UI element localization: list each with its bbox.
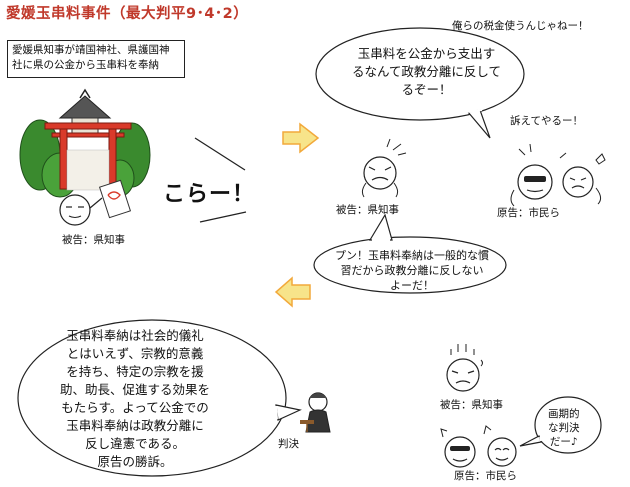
label-plaintiff-bottom: 原告：市民ら bbox=[454, 470, 517, 482]
ruling-line-8: 原告の勝訴。 bbox=[97, 454, 173, 469]
ruling-text: 玉串料奉納は社会的儀礼 とはいえず、宗教的意義 を持ち、特定の宗教を援 助、助長… bbox=[60, 327, 210, 471]
epoch-text: 画期的 な判決 だー♪ bbox=[548, 407, 580, 449]
ruling-speech-bubble bbox=[17, 319, 302, 477]
ruling-line-1: 玉串料奉納は社会的儀礼 bbox=[66, 328, 204, 343]
sue-shout: 訴えてやるー！ bbox=[510, 115, 583, 127]
governor-face-bottom-icon bbox=[446, 344, 483, 392]
reply-line-2: 習だから政教分離に反しない bbox=[340, 264, 484, 277]
epoch-line-3: だー♪ bbox=[549, 436, 578, 448]
shrine-illustration bbox=[19, 88, 151, 198]
summary-line-1: 愛媛県知事が靖国神社、県護国神 bbox=[12, 44, 170, 56]
epoch-line-2: な判決 bbox=[548, 422, 580, 434]
citizen-shout: 俺らの税金使うんじゃねー！ bbox=[452, 20, 589, 32]
kora-shout: こらー！ bbox=[163, 182, 256, 207]
governor-face-icon bbox=[59, 194, 103, 226]
reply-line-1: プン！玉串料奉納は一般的な慣 bbox=[335, 249, 489, 262]
page-title: 愛媛玉串料事件（最大判平9･4･2） bbox=[6, 6, 249, 22]
ruling-line-3: を持ち、特定の宗教を援 bbox=[66, 364, 204, 379]
label-plaintiff-mid: 原告：市民ら bbox=[497, 207, 560, 219]
label-defendant-shrine: 被告：県知事 bbox=[62, 234, 125, 246]
ruling-line-6: 玉串料奉納は政教分離に bbox=[66, 418, 204, 433]
label-judge: 判決 bbox=[278, 438, 299, 450]
ruling-line-5: もたらす。よって公金での bbox=[61, 400, 209, 415]
reply-line-3: よーだ！ bbox=[390, 279, 434, 292]
shout-lines bbox=[194, 137, 247, 223]
epoch-speech-bubble bbox=[519, 396, 602, 454]
summary-line-2: 社に県の公金から玉串料を奉納 bbox=[12, 59, 159, 71]
judge-icon bbox=[300, 392, 331, 433]
citizens-bottom-icon bbox=[440, 425, 517, 468]
label-defendant-mid: 被告：県知事 bbox=[336, 204, 399, 216]
ruling-line-2: とはいえず、宗教的意義 bbox=[66, 346, 204, 361]
label-defendant-bottom: 被告：県知事 bbox=[440, 399, 503, 411]
ruling-line-7: 反し違憲である。 bbox=[85, 436, 185, 451]
defendant-speech-bubble bbox=[313, 213, 507, 294]
citizen-speech-bubble bbox=[315, 27, 525, 139]
case-summary-box: 愛媛県知事が靖国神社、県護国神 社に県の公金から玉串料を奉納 bbox=[7, 40, 185, 78]
arrow-right-icon bbox=[282, 122, 320, 154]
ruling-line-4: 助、助長、促進する効果を bbox=[60, 382, 211, 397]
envelope-icon bbox=[98, 179, 132, 219]
citizens-mid-icon bbox=[510, 143, 606, 207]
arrow-left-icon bbox=[274, 276, 311, 308]
citizen-claim-text: 玉串料を公金から支出す るなんて政教分離に反して るぞー！ bbox=[352, 45, 501, 99]
claim-line-2: るなんて政教分離に反して bbox=[352, 64, 502, 79]
epoch-line-1: 画期的 bbox=[548, 408, 580, 420]
claim-line-1: 玉串料を公金から支出す bbox=[357, 46, 496, 61]
claim-line-3: るぞー！ bbox=[401, 82, 452, 97]
governor-face-mid-icon bbox=[361, 138, 407, 198]
defendant-reply-text: プン！玉串料奉納は一般的な慣 習だから政教分離に反しない よーだ！ bbox=[335, 248, 489, 293]
